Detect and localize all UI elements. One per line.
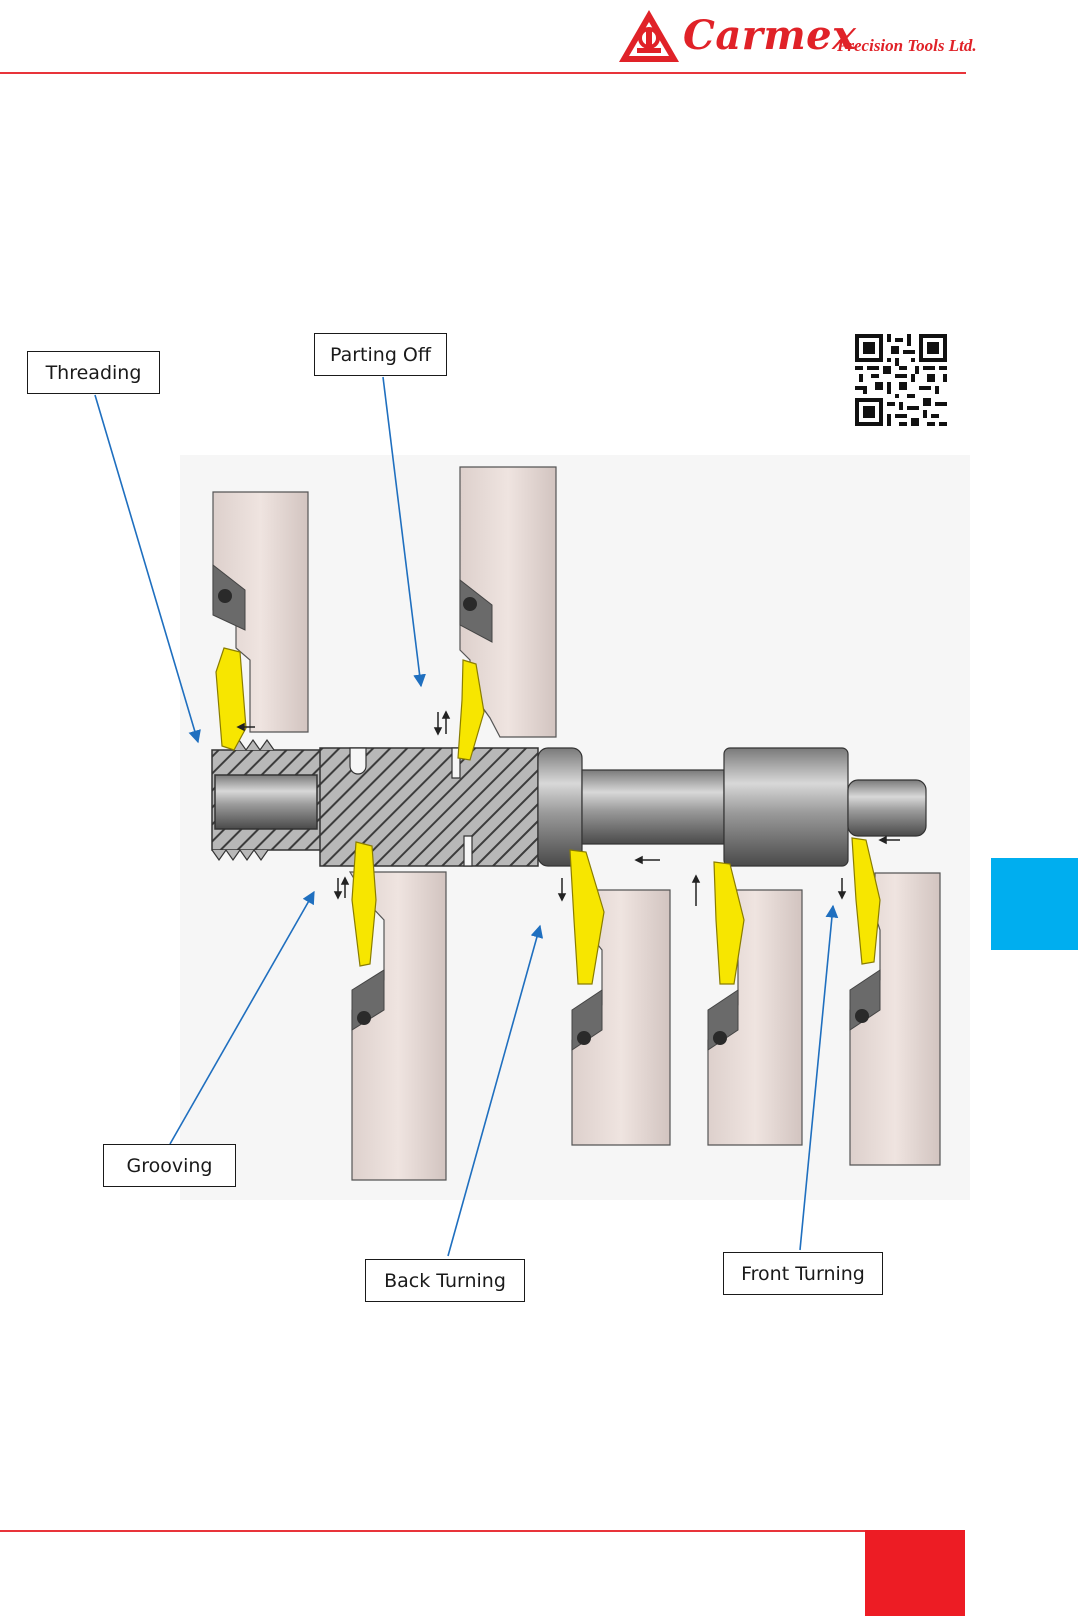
- threading-holder: [213, 492, 308, 750]
- front-turned-pin: [848, 780, 926, 836]
- parting-off-holder: [458, 467, 556, 760]
- groove-notch-bottom: [464, 836, 472, 866]
- large-diameter-section: [724, 748, 848, 866]
- section-tab: [991, 858, 1078, 950]
- label-back-turning: Back Turning: [365, 1259, 525, 1302]
- label-parting-off: Parting Off: [314, 333, 447, 376]
- label-threading: Threading: [27, 351, 160, 394]
- label-grooving: Grooving: [103, 1144, 236, 1187]
- workpiece: [212, 740, 926, 866]
- label-front-turning: Front Turning: [723, 1252, 883, 1295]
- threaded-bore: [215, 775, 317, 829]
- footer-rule: [0, 1530, 965, 1532]
- front-turning-holder-middle: [708, 862, 802, 1145]
- groove-notch-top: [350, 748, 366, 774]
- grooving-holder: [350, 842, 446, 1180]
- back-turned-neck: [582, 770, 724, 844]
- page-number-tab: [865, 1530, 965, 1616]
- shoulder-collar: [538, 748, 582, 866]
- front-turning-holder-right: [850, 838, 940, 1165]
